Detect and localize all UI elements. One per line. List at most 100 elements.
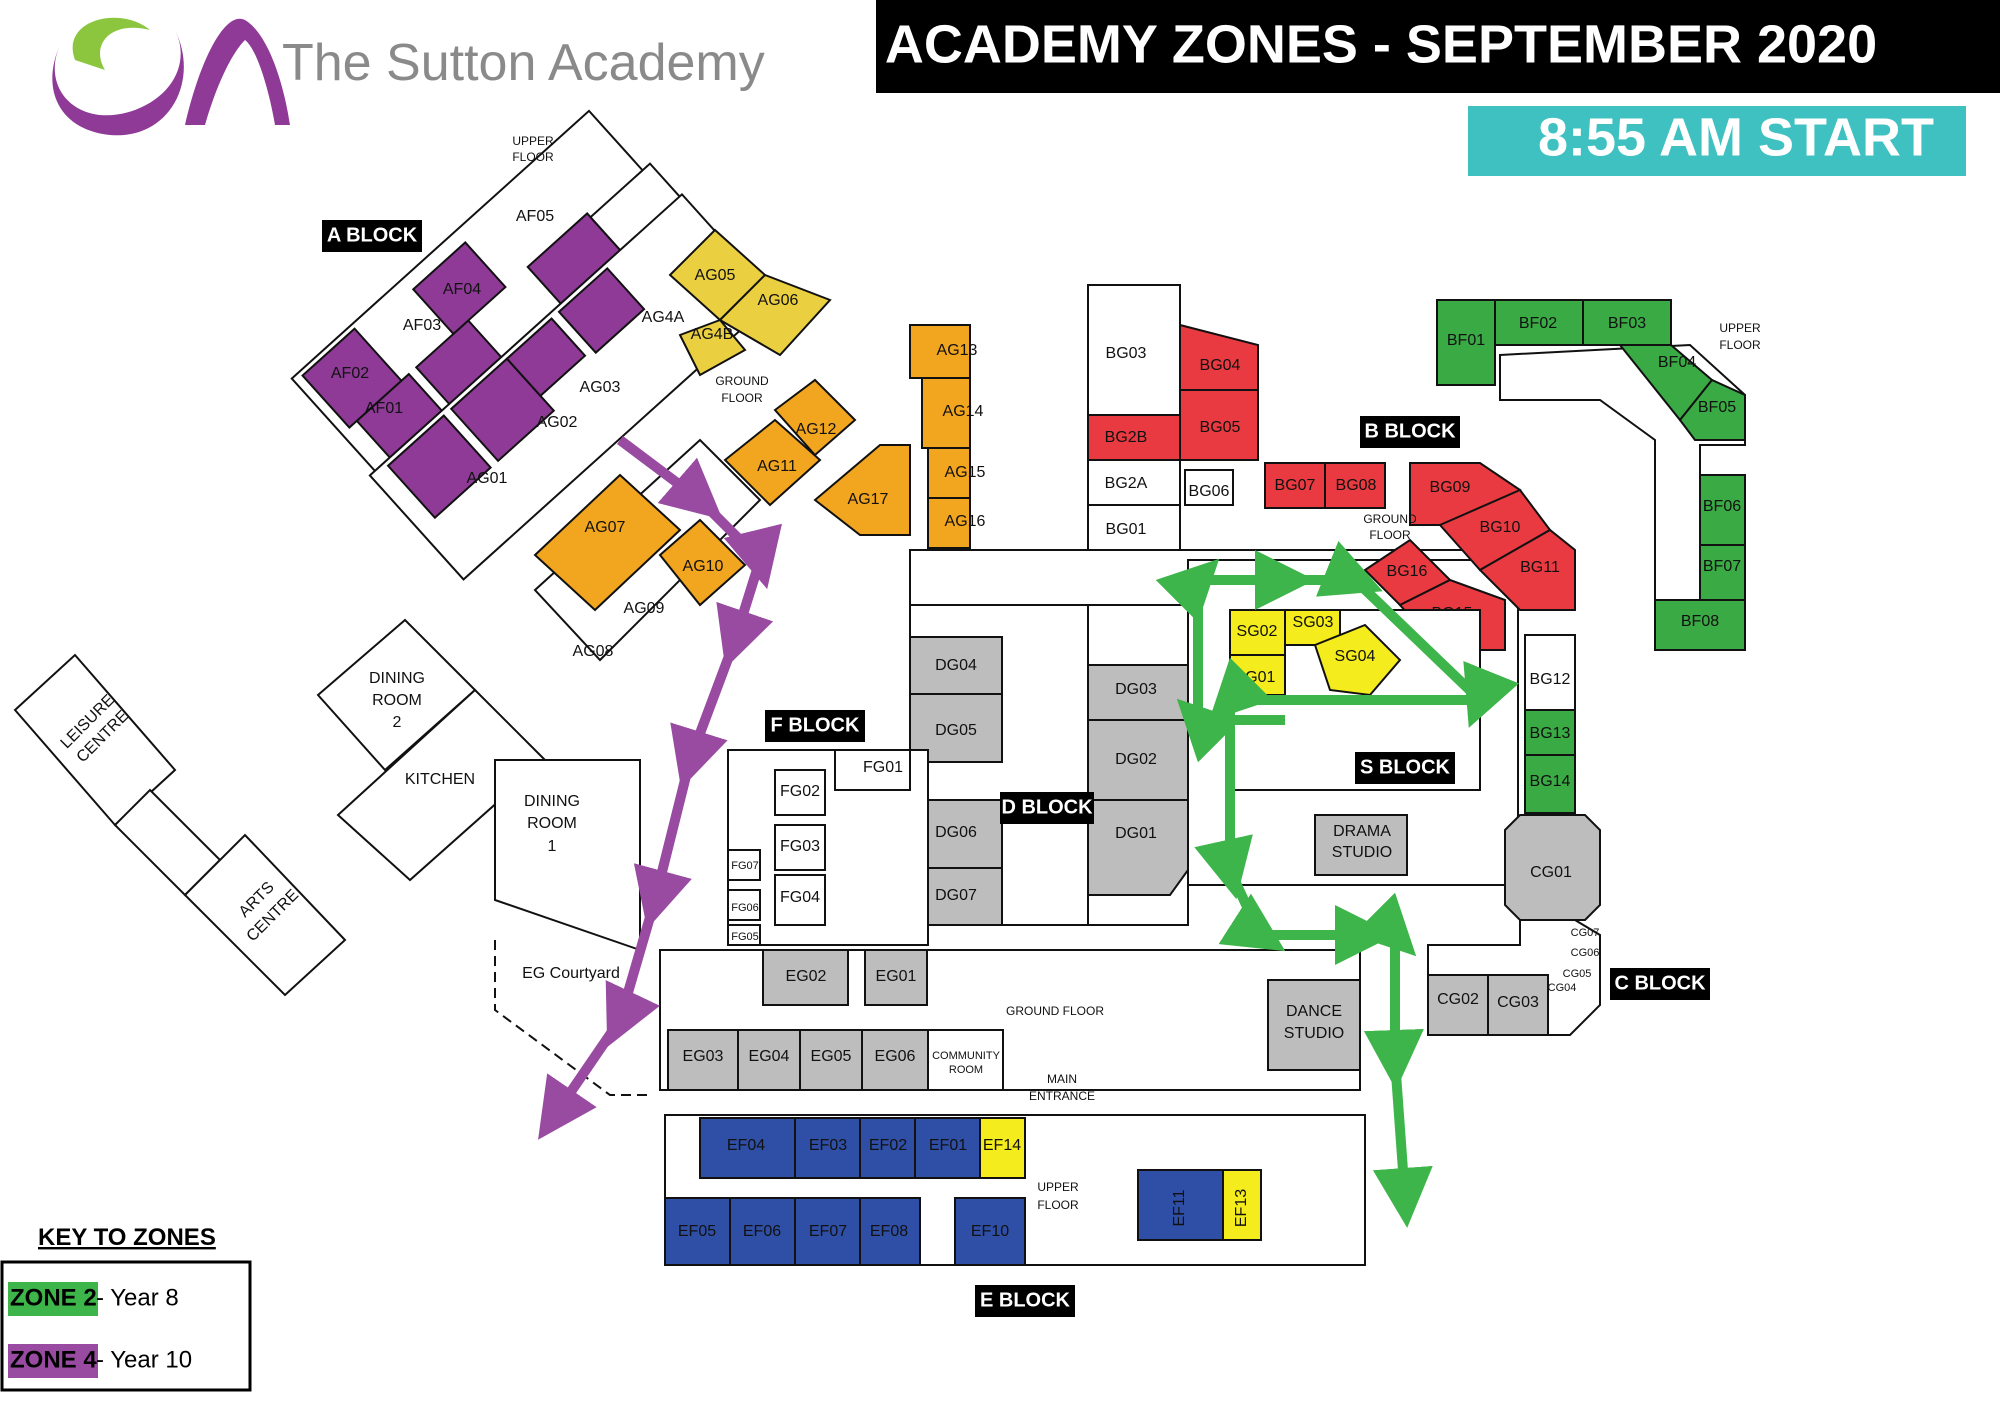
room-BF02 [1494, 299, 1584, 346]
b-ground-floor-2: FLOOR [1369, 528, 1411, 542]
room-label-EG03: EG03 [683, 1048, 724, 1065]
room-BG08 [1324, 462, 1386, 509]
drama-1: DRAMA [1333, 823, 1391, 840]
room-label-BG11: BG11 [1520, 559, 1560, 576]
a-block-upper [290, 109, 692, 492]
room-label-DG07: DG07 [935, 887, 977, 904]
logo-swoosh-purple [52, 30, 184, 136]
room-label-BG09: BG09 [1430, 479, 1471, 496]
room-label-CG07: CG07 [1571, 927, 1600, 939]
logo-swoosh-green [72, 17, 150, 70]
room-label-AG11: AG11 [757, 458, 797, 475]
room-EF10 [954, 1197, 1026, 1266]
room-AG01 [386, 414, 493, 520]
b-ground-floor-1: GROUND [1363, 512, 1417, 526]
room-label-AF02: AF02 [331, 365, 369, 382]
community-2: ROOM [949, 1064, 983, 1076]
room-label-FG04: FG04 [780, 889, 820, 906]
room-label-BG04: BG04 [1200, 357, 1241, 374]
key-zone2-desc: - Year 8 [96, 1284, 179, 1311]
room-label-EG06: EG06 [875, 1048, 916, 1065]
room-label-AG01: AG01 [467, 470, 508, 487]
room-label-DG01: DG01 [1115, 825, 1157, 842]
dining2-1: DINING [369, 670, 425, 687]
a-upper-floor-1: UPPER [512, 134, 554, 148]
room-label-DG03: DG03 [1115, 681, 1157, 698]
room-label-FG01: FG01 [863, 759, 903, 776]
room-label-EF11: EF11 [1171, 1189, 1188, 1226]
room-EF05 [664, 1197, 731, 1266]
room-label-DG06: DG06 [935, 824, 977, 841]
room-EG01 [864, 949, 928, 1006]
main-entrance-2: ENTRANCE [1029, 1089, 1095, 1103]
e-block-label: E BLOCK [980, 1289, 1071, 1311]
room-BF05 [1678, 378, 1746, 441]
zone2-route [1155, 540, 1520, 1228]
a-block-label: A BLOCK [327, 224, 418, 246]
room-DG04 [909, 636, 1003, 695]
room-community [927, 1029, 1004, 1091]
room-label-BF01: BF01 [1447, 332, 1485, 349]
room-AG17 [813, 444, 911, 536]
room-EF01 [914, 1117, 981, 1179]
a-block-tag [322, 220, 422, 252]
room-label-AG10: AG10 [683, 558, 724, 575]
room-label-BG01: BG01 [1106, 521, 1147, 538]
logo-a-shape [185, 18, 290, 125]
room-label-EF03: EF03 [809, 1137, 847, 1154]
room-label-AG15: AG15 [945, 464, 986, 481]
start-time-bar [1468, 106, 1966, 176]
room-label-EG02: EG02 [786, 968, 827, 985]
drama-2: STUDIO [1332, 844, 1392, 861]
room-label-EF06: EF06 [743, 1223, 781, 1240]
room-label-AF03: AF03 [403, 317, 441, 334]
key-zone2-swatch [8, 1282, 98, 1316]
room-label-BG14: BG14 [1530, 773, 1571, 790]
dining1-3: 1 [548, 838, 557, 855]
a-ground-floor-2: FLOOR [721, 391, 763, 405]
room-label-EF05: EF05 [678, 1223, 716, 1240]
dining2-3: 2 [393, 714, 402, 731]
room-label-BG13: BG13 [1530, 725, 1571, 742]
room-label-AG08: AG08 [573, 643, 614, 660]
f-block-label: F BLOCK [771, 714, 860, 736]
kitchen-label: KITCHEN [405, 771, 475, 788]
b-block-tag [1360, 416, 1460, 448]
c-block-tag [1610, 968, 1710, 1000]
room-label-FG07: FG07 [731, 860, 759, 872]
room-label-DG04: DG04 [935, 657, 977, 674]
room-label-AG07: AG07 [585, 519, 626, 536]
courtyard-label: EG Courtyard [522, 965, 620, 982]
room-FG01 [834, 749, 911, 791]
room-label-AG17: AG17 [848, 491, 889, 508]
room-label-BG12: BG12 [1530, 671, 1571, 688]
room-BG13 [1524, 709, 1576, 756]
room-label-BF02: BF02 [1519, 315, 1557, 332]
room-label-EF02: EF02 [869, 1137, 907, 1154]
room-label-CG06: CG06 [1571, 947, 1600, 959]
room-label-FG06: FG06 [731, 902, 759, 914]
room-label-AF04: AF04 [443, 281, 481, 298]
room-label-AG4B: AG4B [691, 326, 734, 343]
dance-2: STUDIO [1284, 1025, 1344, 1042]
room-label-DG02: DG02 [1115, 751, 1157, 768]
room-label-SG01: SG01 [1235, 669, 1276, 686]
room-label-EF01: EF01 [929, 1137, 967, 1154]
room-label-AG05: AG05 [695, 267, 736, 284]
b-upper-floor-1: UPPER [1719, 321, 1761, 335]
b-upper-floor-2: FLOOR [1719, 338, 1761, 352]
room-label-AG12: AG12 [796, 421, 837, 438]
room-label-CG03: CG03 [1497, 994, 1539, 1011]
a-ground-floor-1: GROUND [715, 374, 769, 388]
room-label-BG05: BG05 [1200, 419, 1241, 436]
dining1-2: ROOM [527, 815, 577, 832]
courtyard-outline [494, 940, 650, 1096]
zone4-route [538, 436, 782, 1140]
room-label-AG16: AG16 [945, 513, 986, 530]
room-label-BF05: BF05 [1698, 399, 1736, 416]
room-label-EF10: EF10 [971, 1223, 1009, 1240]
room-label-SG04: SG04 [1335, 648, 1376, 665]
room-BG12 [1524, 634, 1576, 711]
start-time: 8:55 AM START [1538, 107, 1934, 167]
